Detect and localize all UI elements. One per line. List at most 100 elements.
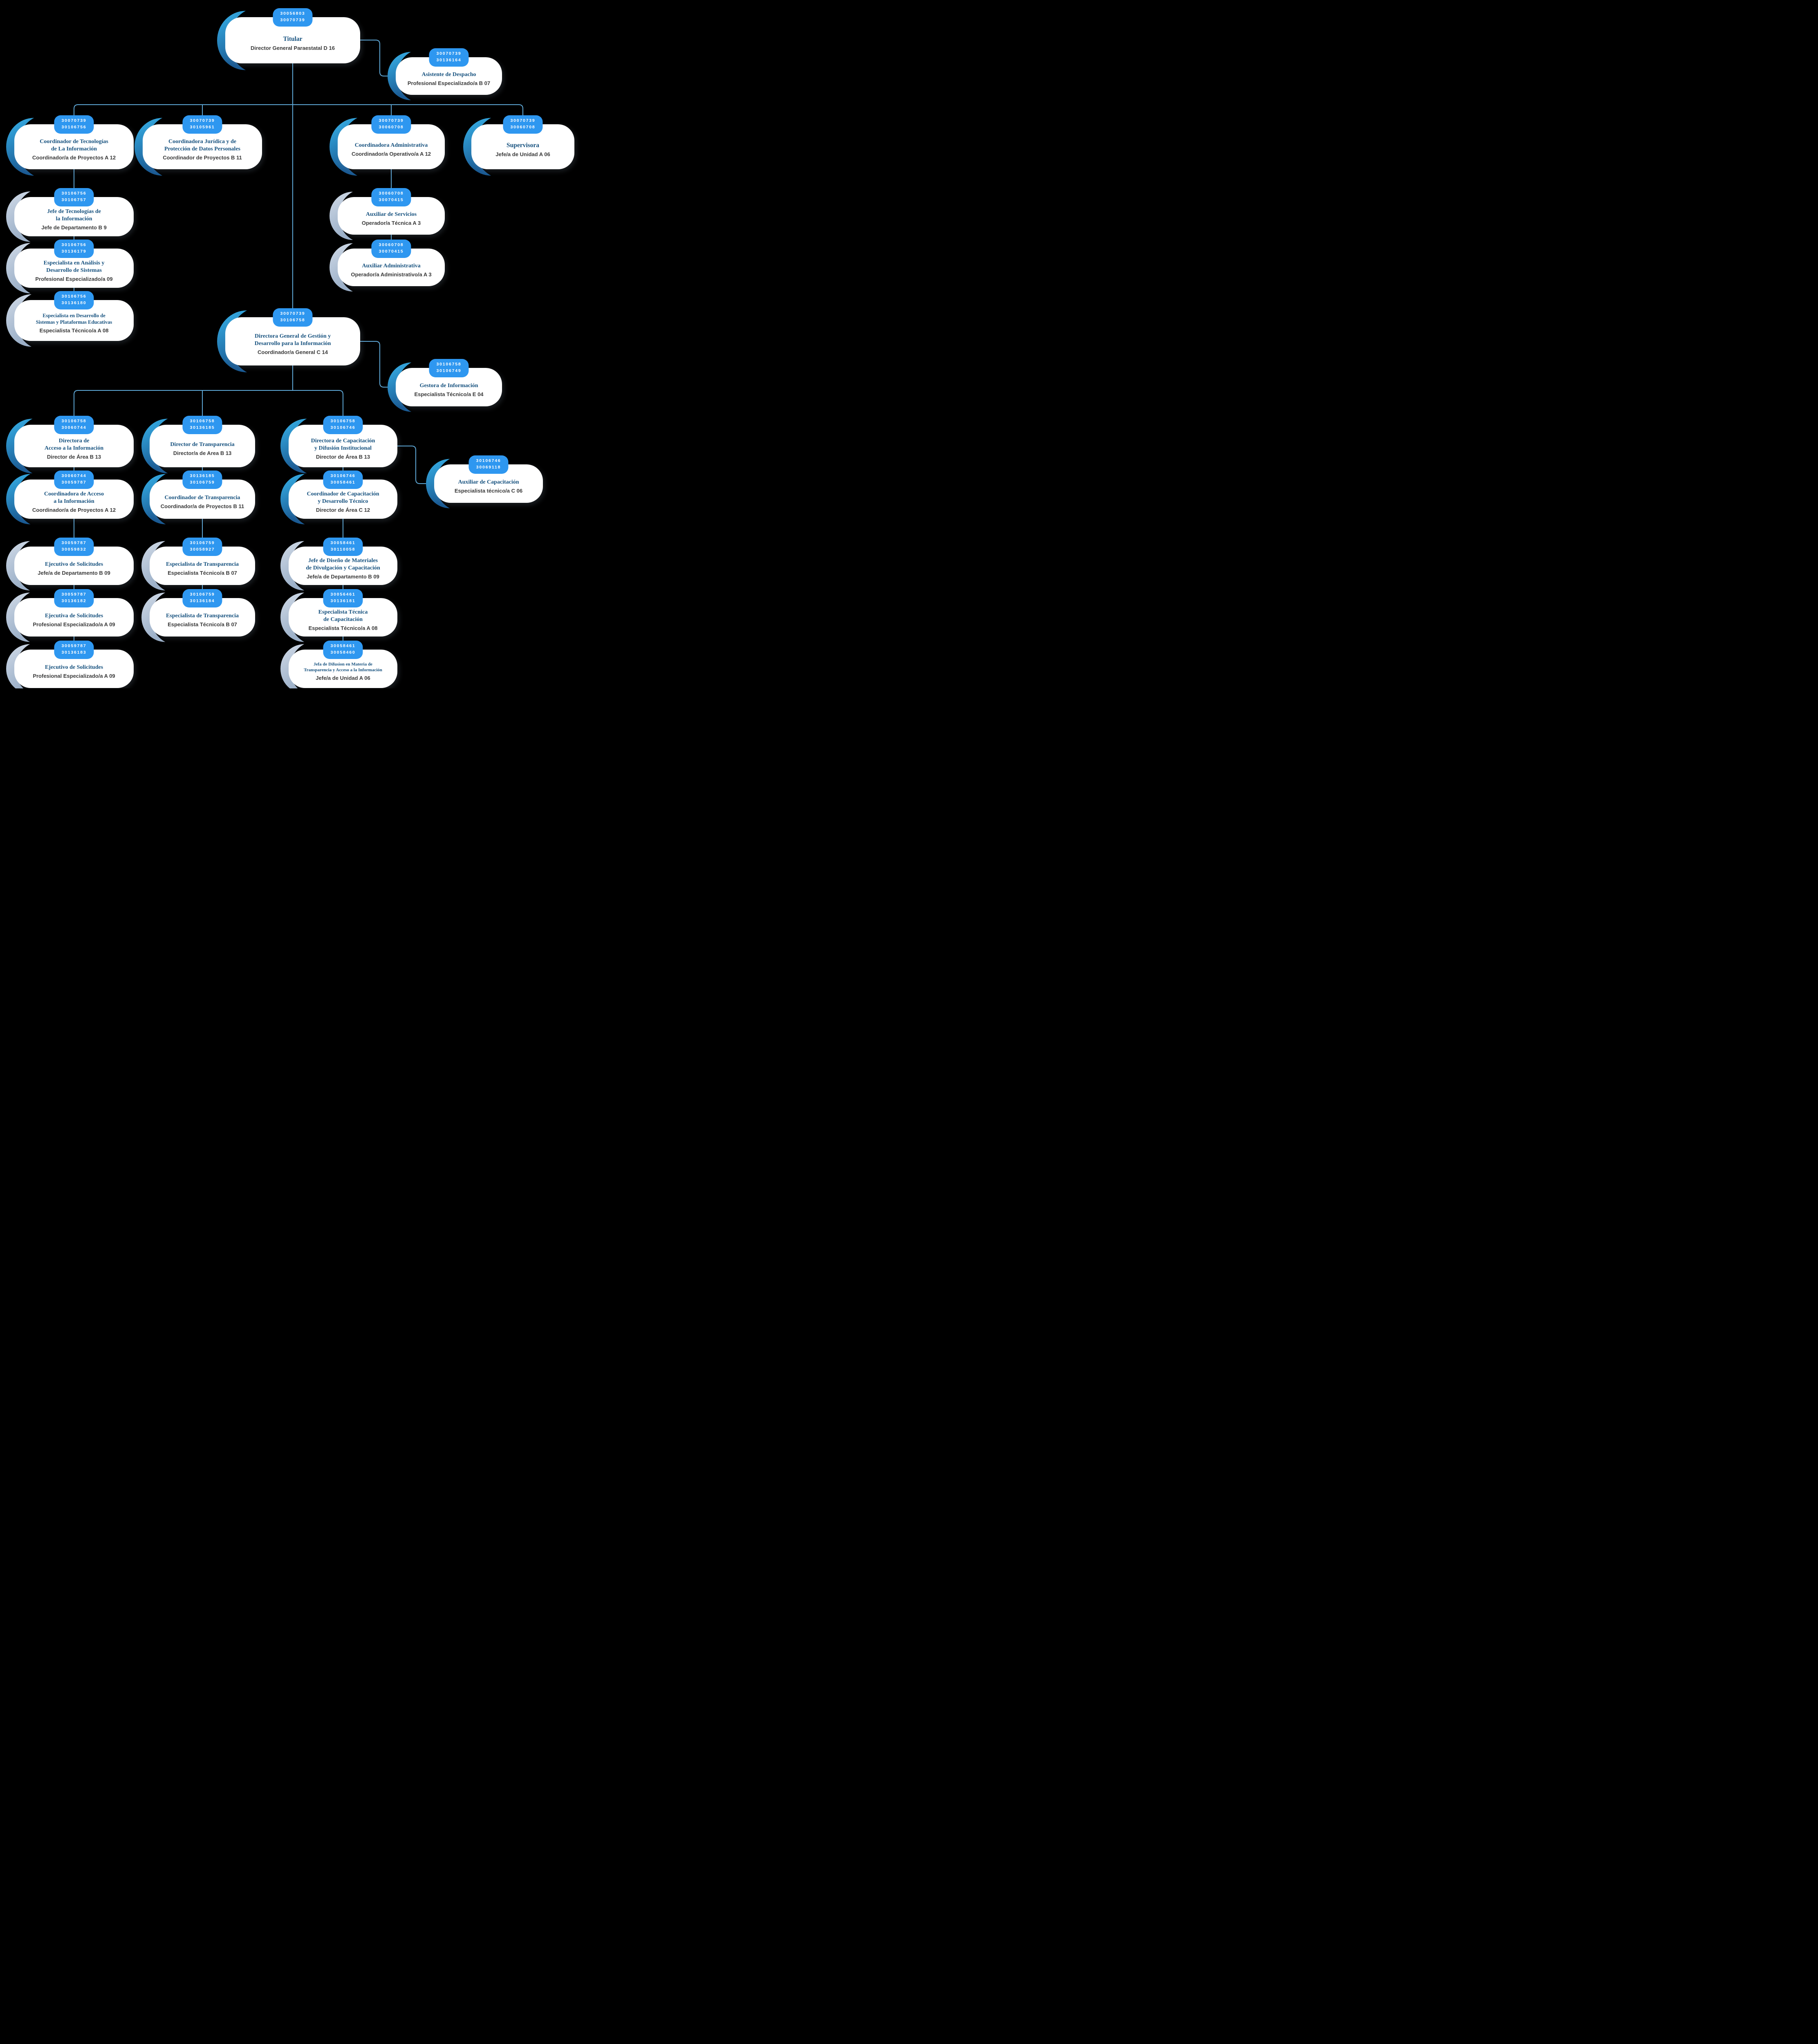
position-id-badge: 30058461 30110058	[323, 538, 363, 556]
position-id-number: 30060744	[61, 473, 87, 478]
position-id-number: 30136180	[61, 300, 87, 305]
node-title: Coordinador de Capacitación y Desarrollo…	[307, 491, 379, 504]
position-id-number: 30056461	[330, 592, 356, 597]
position-id-number: 30058460	[330, 650, 356, 655]
node-rank: Operador/a Técnica A 3	[361, 220, 421, 226]
position-id-number: 30110058	[330, 547, 356, 552]
position-id-badge: 30059787 30136182	[54, 589, 94, 607]
crescent-accent	[6, 541, 30, 591]
position-id-number: 30059787	[61, 540, 87, 545]
node-rank: Especialista Técnico/a A 08	[39, 327, 109, 334]
node-rank: Especialista Técnico/a B 07	[168, 570, 237, 576]
position-id-number: 30060708	[510, 124, 536, 130]
position-id-number: 30136184	[190, 598, 215, 603]
position-id-number: 30070739	[280, 17, 305, 22]
position-id-badge: 30056461 30136181	[323, 589, 363, 607]
org-node: 30060744 30059787 Coordinadora de Acceso…	[6, 471, 134, 524]
row2-rail	[74, 104, 523, 116]
position-id-number: 30136182	[61, 598, 87, 603]
node-rank: Jefe/a de Departamento B 09	[307, 574, 379, 580]
node-rank: Coordinador/a de Proyectos A 12	[32, 155, 116, 161]
node-card: Jefe de Tecnologías de la Información Je…	[14, 197, 134, 236]
node-rank: Profesional Especializado/a A 09	[33, 621, 115, 628]
elbow-capacitacion-auxiliar	[397, 446, 435, 484]
org-node: 30059787 30136182 Ejecutiva de Solicitud…	[6, 589, 134, 642]
node-title: Especialista de Transparencia	[166, 612, 239, 619]
position-id-number: 30106759	[190, 480, 215, 485]
position-id-number: 30070739	[436, 51, 462, 56]
node-title: Jefe de Diseño de Materiales de Divulgac…	[306, 558, 380, 571]
node-rank: Especialista Técnico/a A 08	[308, 625, 378, 632]
org-node: 30106756 30136179 Especialista en Anális…	[6, 240, 134, 294]
position-id-badge: 30106758 30136185	[182, 416, 222, 434]
node-title: Ejecutivo de Solicitudes	[45, 561, 103, 567]
org-node: 30106756 30106757 Jefe de Tecnologías de…	[6, 188, 134, 242]
org-chart-canvas: 30056803 30070739 Titular Director Gener…	[0, 0, 589, 688]
position-id-number: 30106746	[476, 458, 501, 463]
position-id-number: 30058927	[190, 547, 215, 552]
crescent-accent	[6, 118, 34, 176]
org-node: 30070739 30106756 Coordinador de Tecnolo…	[6, 115, 134, 176]
node-title: Coordinadora Administrativa	[354, 142, 428, 148]
position-id-number: 30070739	[190, 118, 215, 123]
position-id-badge: 30059787 30059832	[54, 538, 94, 556]
position-id-number: 30136185	[190, 425, 215, 430]
node-title: Titular	[283, 35, 303, 43]
position-id-number: 30106759	[190, 592, 215, 597]
crescent-accent	[141, 474, 166, 524]
position-id-badge: 30106759 30058927	[182, 538, 222, 556]
position-id-number: 30106757	[61, 197, 87, 202]
crescent-accent	[141, 541, 166, 591]
position-id-number: 30056803	[280, 11, 305, 16]
org-node: 30106758 30136185 Director de Transparen…	[141, 416, 255, 473]
position-id-badge: 30070739 30106758	[273, 308, 313, 327]
node-title: Jefe de Tecnologías de la Información	[47, 208, 101, 222]
position-id-badge: 30070739 30105961	[182, 115, 222, 134]
position-id-badge: 30070739 30106756	[54, 115, 94, 134]
position-id-number: 30059787	[61, 480, 87, 485]
position-id-number: 30070739	[61, 118, 87, 123]
node-rank: Director General Paraestatal D 16	[251, 45, 335, 51]
node-title: Coordinador de Transparencia	[164, 494, 240, 501]
node-rank: Director de Área C 12	[316, 507, 370, 513]
node-title: Gestora de Información	[419, 382, 478, 389]
position-id-number: 30070415	[379, 249, 404, 254]
node-rank: Profesional Especializado/a A 09	[33, 673, 115, 679]
crescent-accent	[141, 419, 168, 473]
position-id-badge: 30106746 30069118	[469, 455, 509, 474]
node-rank: Especialista técnico/a C 06	[454, 488, 523, 494]
node-title: Auxiliar Administrativa	[362, 262, 421, 269]
node-rank: Jefe/a de Unidad A 06	[495, 151, 550, 158]
crescent-accent	[217, 10, 246, 70]
position-id-badge: 30059787 30136183	[54, 641, 94, 659]
position-id-number: 30106756	[61, 242, 87, 247]
org-node: 30106758 30060744 Directora de Acceso a …	[6, 416, 134, 473]
position-id-number: 30106749	[436, 368, 462, 373]
position-id-badge: 30106756 30106757	[54, 188, 94, 206]
node-rank: Jefe de Departamento B 9	[41, 224, 107, 231]
node-rank: Operador/a Administrativo/a A 3	[351, 271, 432, 278]
node-card: Directora de Capacitación y Difusión Ins…	[289, 425, 397, 467]
node-rank: Jefe/a de Departamento B 09	[38, 570, 110, 576]
node-title: Asistente de Despacho	[421, 71, 476, 78]
position-id-number: 30059787	[61, 643, 87, 648]
node-card: Titular Director General Paraestatal D 1…	[225, 17, 360, 63]
node-rank: Director/a de Area B 13	[173, 450, 232, 457]
elbow-directora-gestora	[360, 341, 396, 388]
position-id-number: 30059832	[61, 547, 87, 552]
position-id-badge: 30060708 30070415	[371, 188, 411, 206]
position-id-badge: 30056803 30070739	[273, 8, 313, 27]
position-id-number: 30106758	[280, 317, 305, 323]
crescent-accent	[426, 459, 450, 509]
node-rank: Profesional Especializado/a B 07	[407, 80, 491, 87]
position-id-number: 30059787	[61, 592, 87, 597]
crescent-accent	[388, 52, 411, 101]
position-id-number: 30136164	[436, 57, 462, 63]
crescent-accent	[141, 592, 166, 642]
crescent-accent	[6, 644, 30, 688]
node-title: Ejecutivo de Solicitudes	[45, 664, 103, 670]
position-id-number: 30136181	[330, 598, 356, 603]
position-id-badge: 30058461 30058460	[323, 641, 363, 659]
crescent-accent	[135, 118, 163, 176]
org-node: 30070739 30105961 Coordinadora Jurídica …	[135, 115, 262, 176]
